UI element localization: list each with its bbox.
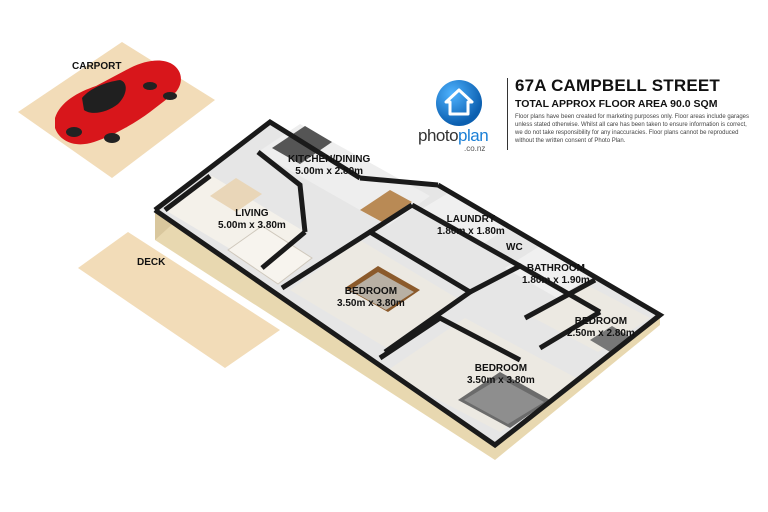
laundry-dim: 1.80m x 1.80m — [437, 225, 505, 237]
property-address: 67A CAMPBELL STREET — [515, 76, 720, 95]
wc-label: WC — [506, 242, 523, 254]
kitchen-name: KITCHEN/DINING — [288, 154, 371, 165]
sofa-icon — [210, 178, 262, 212]
laundry-floor — [420, 192, 510, 246]
divider — [507, 78, 508, 150]
logo-word-prefix: photo — [418, 126, 459, 145]
bed-cover — [350, 272, 414, 310]
carport-label: CARPORT — [72, 61, 121, 73]
laundry-label: LAUNDRY 1.80m x 1.80m — [437, 214, 505, 237]
bathroom-label: BATHROOM 1.80m x 1.90m — [522, 263, 590, 286]
bathroom-name: BATHROOM — [526, 263, 585, 274]
bedroom2-name: BEDROOM — [574, 316, 628, 327]
bedroom2-label: BEDROOM 2.50m x 2.80m — [567, 316, 635, 339]
kitchen-dim: 5.00m x 2.80m — [295, 165, 364, 177]
info-panel: 67A CAMPBELL STREET TOTAL APPROX FLOOR A… — [515, 76, 755, 145]
bathroom-floor — [505, 246, 592, 298]
bed-cover — [464, 378, 544, 424]
disclaimer-text: Floor plans have been created for market… — [515, 114, 750, 145]
bedroom3-label: BEDROOM 3.50m x 3.80m — [467, 363, 535, 386]
walls — [153, 118, 665, 449]
logo-domain: .co.nz — [464, 144, 486, 153]
floor-area: TOTAL APPROX FLOOR AREA 90.0 SQM — [515, 98, 718, 110]
bedroom1-dim: 3.50m x 3.80m — [337, 297, 405, 309]
bedroom3-name: BEDROOM — [474, 363, 528, 374]
deck-label: DECK — [137, 257, 165, 269]
bed-icon — [590, 326, 632, 352]
dining-table-icon — [360, 190, 412, 222]
kitchen-label: KITCHEN/DINING 5.00m x 2.80m — [288, 154, 370, 177]
bedroom2-dim: 2.50m x 2.80m — [567, 327, 635, 339]
living-name: LIVING — [235, 208, 269, 219]
laundry-name: LAUNDRY — [446, 214, 496, 225]
deck-label-text: DECK — [137, 257, 166, 268]
logo-wordmark: photoplan — [418, 126, 489, 146]
bedroom3-dim: 3.50m x 3.80m — [467, 374, 535, 386]
bedroom1-label: BEDROOM 3.50m x 3.80m — [337, 286, 405, 309]
car-icon — [55, 60, 181, 145]
living-dim: 5.00m x 3.80m — [218, 219, 286, 231]
bedroom1-name: BEDROOM — [344, 286, 398, 297]
bathroom-dim: 1.80m x 1.90m — [522, 274, 590, 286]
house-icon — [436, 80, 482, 126]
wc-label-text: WC — [506, 242, 523, 253]
living-label: LIVING 5.00m x 3.80m — [218, 208, 286, 231]
living-rug — [227, 225, 313, 285]
carport-label-text: CARPORT — [72, 61, 122, 72]
deck-pad — [78, 232, 280, 368]
brand-logo: photoplan .co.nz — [414, 76, 514, 156]
kitchen-bench-icon — [272, 126, 332, 164]
logo-word-suffix: plan — [458, 126, 489, 145]
